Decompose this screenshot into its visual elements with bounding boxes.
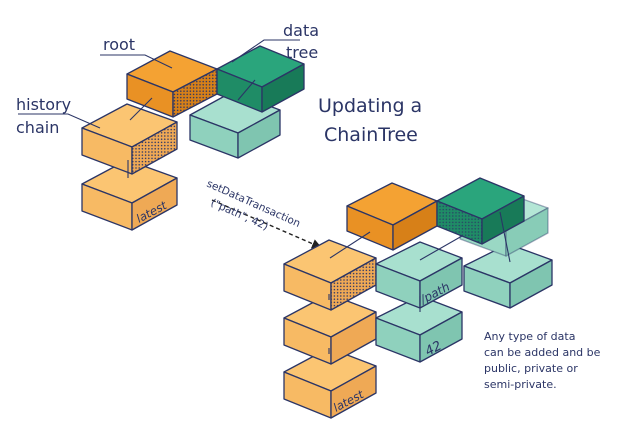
root-block-after bbox=[346, 182, 438, 251]
transaction-arrow: setDataTransaction ("path", 42) bbox=[205, 178, 322, 249]
note-text: Any type of data can be added and be pub… bbox=[484, 330, 601, 391]
history-block-latest-after: latest bbox=[283, 347, 377, 419]
after-state: latest 42 /path bbox=[283, 177, 553, 419]
note-line-4: semi-private. bbox=[484, 378, 557, 391]
note-line-2: can be added and be bbox=[484, 346, 601, 359]
path-block-after: /path bbox=[375, 241, 463, 309]
connector-root-history-after bbox=[329, 231, 371, 259]
history-block-top-after bbox=[283, 239, 377, 311]
connector-tree-data-right bbox=[499, 211, 511, 263]
tree-block-after bbox=[436, 177, 525, 245]
note-line-1: Any type of data bbox=[484, 330, 575, 343]
title-line-2: ChainTree bbox=[324, 124, 418, 146]
data-tree-leader-line bbox=[231, 39, 300, 63]
value-block-after: 42 bbox=[375, 295, 463, 363]
chain-label: chain bbox=[16, 118, 59, 137]
tree-block-before bbox=[216, 45, 305, 113]
value-42-label: 42 bbox=[423, 339, 445, 360]
note-line-3: public, private or bbox=[484, 362, 578, 375]
history-chain-leader-line bbox=[18, 113, 101, 129]
dashed-arrow bbox=[211, 199, 322, 249]
root-label: root bbox=[103, 35, 135, 54]
before-state: latest bbox=[16, 21, 319, 231]
title-line-1: Updating a bbox=[318, 95, 422, 117]
root-leader-line bbox=[100, 54, 173, 69]
root-block-before bbox=[126, 50, 218, 118]
connector-root-history bbox=[129, 97, 153, 121]
tree-label: tree bbox=[286, 43, 318, 62]
history-label: history bbox=[16, 95, 71, 114]
data-label: data bbox=[283, 21, 319, 40]
connector-tree-data bbox=[237, 79, 256, 101]
data-block-right-after bbox=[463, 243, 553, 309]
history-block-2-after bbox=[283, 293, 377, 365]
history-block-middle-before bbox=[81, 103, 178, 175]
connector-tree-path bbox=[419, 235, 463, 261]
history-block-latest-before: latest bbox=[81, 159, 178, 231]
